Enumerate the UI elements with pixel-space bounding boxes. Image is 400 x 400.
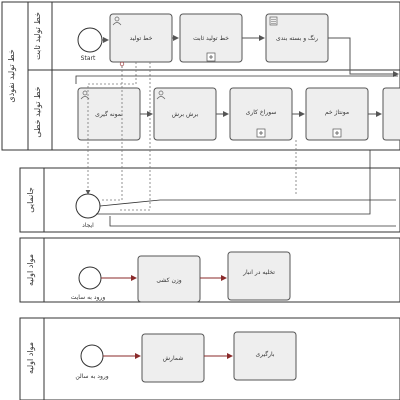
start-event-fixed[interactable] — [77, 27, 103, 53]
task-paint-package-label: رنگ و بسته بندی — [276, 34, 318, 42]
task-unload-warehouse[interactable]: تخلیه در انبار — [227, 251, 291, 301]
start-event-site-label: ورود به سایت — [71, 294, 106, 301]
message-flow-bottom-connector — [109, 216, 396, 227]
task-weighing[interactable]: وزن کشی — [137, 255, 201, 303]
subprocess-plus-icon[interactable] — [256, 128, 266, 138]
task-weighing-label: وزن کشی — [156, 277, 181, 284]
pool-production-title: خط تولید نفوذی — [7, 49, 16, 102]
task-production[interactable]: خط تولید — [109, 13, 173, 63]
event-layout-label: ایجاد — [82, 222, 94, 229]
task-counting-label: شمارش — [163, 355, 184, 362]
message-flow-layout-out — [99, 199, 396, 207]
pool-raw-material-2-label: مواد اولیه — [26, 342, 35, 374]
message-flow-layout-return — [96, 150, 371, 215]
message-flow-production-event — [85, 62, 137, 195]
pool-raw-material-1: مواد اولیه ورود به سایت وزن کشی تخلیه در… — [19, 237, 400, 303]
task-sampling[interactable]: نمونه گیری — [77, 87, 141, 141]
task-assembly-label: مونتاژ خم — [325, 109, 349, 116]
subprocess-plus-icon[interactable] — [206, 52, 216, 62]
user-icon — [112, 16, 122, 26]
user-icon — [156, 90, 166, 100]
lane-fixed-label: خط تولید ثابت — [33, 12, 42, 60]
pool-raw-material-1-border — [19, 237, 400, 303]
task-loading[interactable]: بارگیری — [233, 331, 297, 381]
task-next-partial[interactable] — [382, 87, 400, 141]
pool-layout-label: جانمایی — [26, 187, 35, 213]
message-flow-production-down — [120, 62, 151, 211]
task-production-label: خط تولید — [130, 35, 153, 42]
start-event-hall[interactable] — [80, 344, 104, 368]
task-loading-label: بارگیری — [255, 350, 274, 358]
task-fixed-line-label: خط تولید ثابت — [193, 35, 229, 42]
task-counting[interactable]: شمارش — [141, 333, 205, 383]
task-cutting[interactable]: برش برش — [153, 87, 217, 141]
message-flow-lane-connector — [75, 75, 398, 84]
task-drilling-label: سوراخ کاری — [246, 109, 277, 116]
task-cutting-label: برش برش — [172, 111, 199, 118]
message-flow-origin-marker — [119, 61, 125, 67]
subprocess-plus-icon[interactable] — [332, 128, 342, 138]
message-flow-production-layout — [100, 66, 123, 201]
flow-paint-out — [328, 37, 399, 77]
pool-raw-material-2-border — [19, 317, 400, 400]
task-fixed-line[interactable]: خط تولید ثابت — [179, 13, 243, 63]
lane-linear-label: خط تولید خطی — [33, 86, 42, 137]
pool-raw-material-2: مواد اولیه ورود به سالن شمارش بارگیری — [19, 317, 400, 400]
task-paint-package[interactable]: رنگ و بسته بندی — [265, 13, 329, 63]
task-unload-warehouse-label: تخلیه در انبار — [242, 269, 275, 276]
message-flows — [75, 61, 398, 227]
start-event-site[interactable] — [78, 266, 102, 290]
script-icon — [269, 16, 278, 26]
start-event-fixed-label: Start — [81, 55, 96, 62]
pool-raw-material-1-label: مواد اولیه — [26, 254, 35, 286]
task-sampling-label: نمونه گیری — [95, 110, 123, 118]
start-event-hall-label: ورود به سالن — [75, 373, 108, 380]
